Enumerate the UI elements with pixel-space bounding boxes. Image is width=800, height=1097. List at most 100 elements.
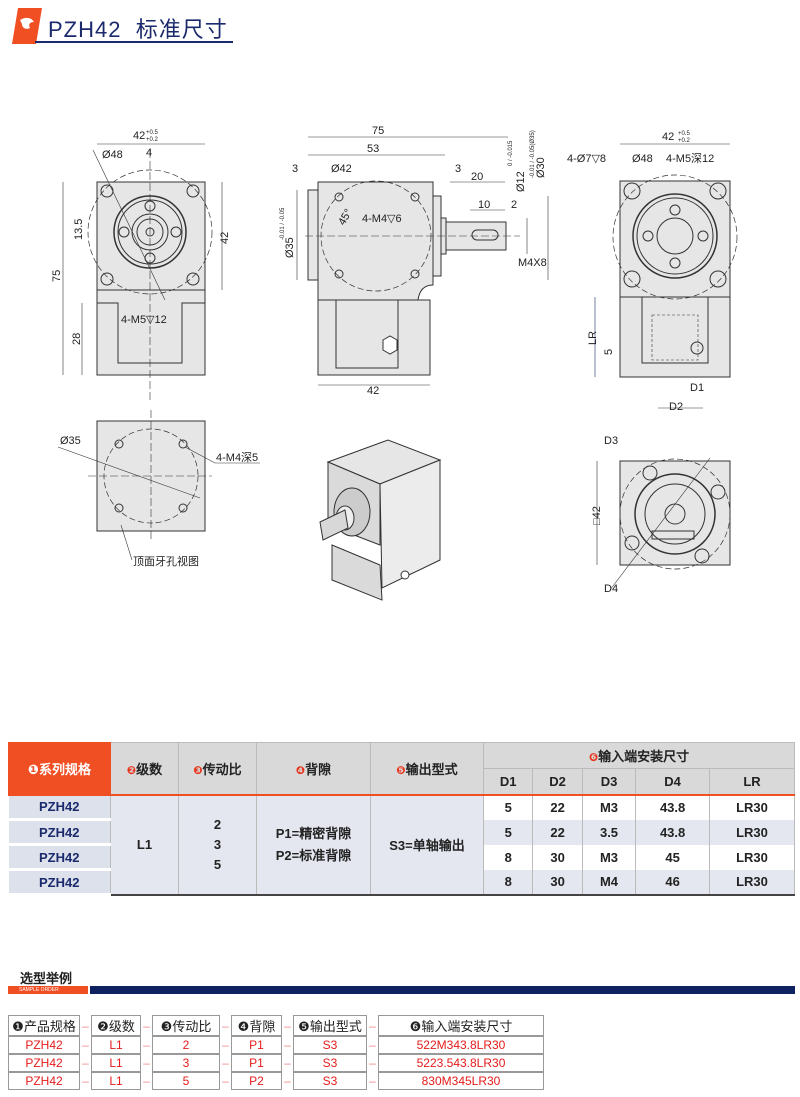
text-cell: ❸传动比: [152, 1015, 220, 1036]
text-cell: L1: [91, 1036, 141, 1054]
text-cell: –: [82, 1074, 89, 1088]
output-cell: S3=单轴输出: [370, 794, 484, 895]
dim-front-135: 13.5: [73, 219, 85, 240]
text-cell: 30: [532, 844, 583, 870]
subheader-d4: D4: [635, 768, 710, 795]
dim-side-flange-tol: -0.01 / -0.05(Ø35): [530, 130, 536, 178]
dim-input-d3: D3: [604, 435, 618, 447]
sample-title: 选型举例: [20, 971, 73, 986]
text-cell: ❸: [193, 764, 203, 777]
top-hole-view: Ø35 4-M4深5 顶面牙孔视图: [57, 410, 260, 568]
header-input: ❻输入端安装尺寸: [483, 742, 795, 769]
isometric-view: [319, 439, 442, 601]
text-cell: ❷: [126, 764, 137, 777]
dim-side-pilot-tol: -0.01 / -0.05: [280, 207, 286, 240]
text-cell: 5: [213, 856, 222, 872]
text-cell: 传动比: [202, 761, 242, 777]
dim-front-width: 42: [133, 130, 145, 142]
text-cell: L1: [91, 1054, 141, 1072]
subheader-d1: D1: [482, 768, 534, 795]
text-cell: M3: [582, 844, 637, 870]
dim-rear-d2: D2: [669, 401, 683, 413]
text-cell: 输出型式: [405, 761, 458, 777]
text-cell: LR30: [709, 844, 795, 870]
text-cell: 830M345LR30: [378, 1072, 544, 1090]
text-cell: ❶产品规格: [8, 1015, 80, 1036]
text-cell: –: [284, 1038, 291, 1052]
dim-side-m4x8: M4X8: [518, 257, 547, 269]
title-underline: [35, 41, 233, 43]
sample-row: PZH42–L1–2–P1–S3–522M343.8LR30: [8, 1036, 544, 1054]
text-cell: LR30: [709, 794, 795, 820]
text-cell: ❻输入端安装尺寸: [378, 1015, 544, 1036]
text-cell: P1: [231, 1036, 282, 1054]
text-cell: –: [284, 1074, 291, 1088]
dim-front-thread: 4-M5▽12: [121, 314, 167, 326]
top-view-caption: 顶面牙孔视图: [133, 554, 199, 568]
text-cell: ❺输出型式: [293, 1015, 367, 1036]
dim-top-thread: 4-M4深5: [216, 451, 258, 464]
text-cell: 5: [483, 819, 534, 845]
text-cell: –: [222, 1038, 229, 1052]
dim-rear-d1: D1: [690, 382, 704, 394]
text-cell: 8: [483, 844, 534, 870]
dim-side-shaft: Ø12: [515, 171, 527, 192]
text-cell: ❻: [588, 752, 599, 764]
text-cell: ❹背隙: [231, 1015, 282, 1036]
text-cell: PZH42: [8, 1036, 80, 1054]
text-cell: 522M343.8LR30: [378, 1036, 544, 1054]
sample-bar: [90, 986, 795, 994]
sample-row: PZH42–L1–5–P2–S3–830M345LR30: [8, 1072, 544, 1090]
text-cell: 22: [532, 794, 583, 820]
text-cell: ❶: [27, 761, 39, 777]
text-cell: –: [82, 1038, 89, 1052]
dim-rear-holes: 4-Ø7▽8: [567, 153, 606, 165]
text-cell: ❷级数: [91, 1015, 141, 1036]
text-cell: 背隙: [305, 761, 332, 777]
text-cell: –: [369, 1018, 376, 1033]
text-cell: L1: [91, 1072, 141, 1090]
dim-side-thread: 4-M4▽6: [362, 213, 402, 225]
text-cell: –: [143, 1038, 150, 1052]
stage-cell: L1: [110, 794, 179, 895]
page-title: PZH42 标准尺寸: [48, 17, 228, 42]
text-cell: 22: [532, 819, 583, 845]
dim-front-side42: 42: [219, 232, 231, 244]
dim-tol: +0.2: [146, 137, 159, 143]
subheader-d2: D2: [532, 768, 583, 795]
text-cell: ❺: [396, 764, 406, 777]
text-cell: 45: [635, 844, 710, 870]
text-cell: –: [143, 1074, 150, 1088]
series-cell: PZH42: [8, 844, 111, 871]
dim-input-d4: D4: [604, 583, 618, 595]
text-cell: PZH42: [8, 1072, 80, 1090]
dim-front-key: 4: [146, 147, 152, 159]
series-cell: PZH42: [8, 869, 111, 896]
text-cell: –: [82, 1018, 89, 1033]
text-cell: 5223.543.8LR30: [378, 1054, 544, 1072]
dim-side-53: 53: [367, 143, 379, 155]
dim-side-2: 2: [511, 199, 517, 211]
dim-side-10: 10: [478, 199, 490, 211]
header-stage: ❷级数: [110, 742, 179, 795]
dim-side-flange: Ø30: [535, 157, 547, 178]
dim-rear-dia: Ø48: [632, 153, 653, 165]
subheader-lr: LR: [709, 768, 795, 795]
dim-input-sq: □42: [591, 506, 603, 525]
dim-front-dia: Ø48: [102, 149, 123, 161]
text-cell: S3: [293, 1036, 367, 1054]
text-cell: –: [222, 1074, 229, 1088]
sample-subtitle: SAMPLE ORDER: [8, 986, 88, 994]
input-flange-view: D3 □42 D4: [591, 435, 731, 595]
text-cell: P1: [231, 1054, 282, 1072]
dim-side-base42: 42: [367, 385, 379, 397]
dim-rear-tol: +0.2: [678, 138, 691, 144]
dim-side-3a: 3: [292, 163, 298, 175]
text-cell: 2: [152, 1036, 220, 1054]
brand-logo: [12, 8, 42, 44]
text-cell: 30: [532, 869, 583, 895]
header-output: ❺输出型式: [370, 742, 484, 795]
text-cell: P1=精密背隙: [275, 825, 352, 841]
dim-side-3b: 3: [455, 163, 461, 175]
